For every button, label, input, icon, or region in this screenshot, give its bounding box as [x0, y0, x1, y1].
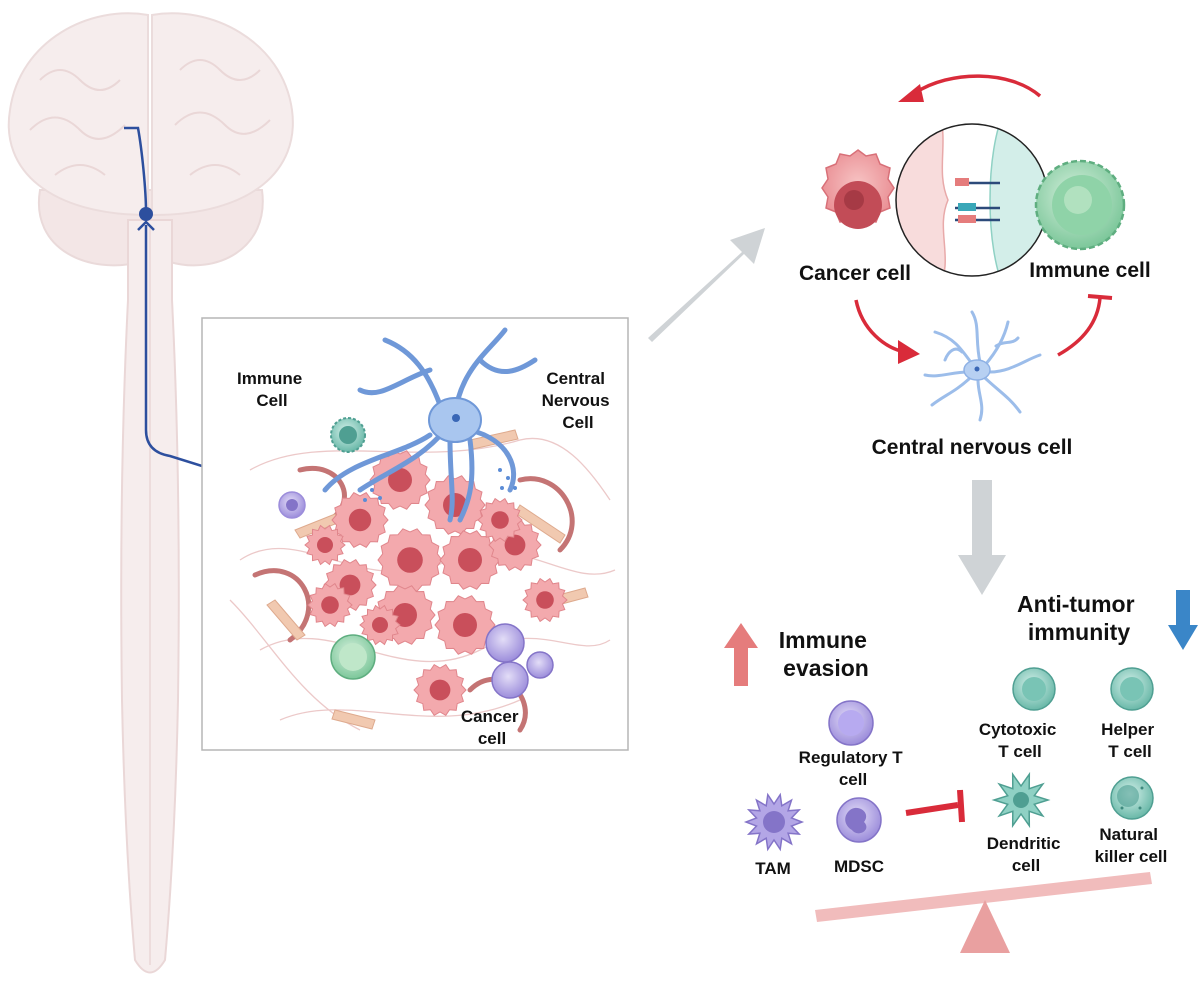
neural-pathway — [124, 126, 286, 494]
title-anti-tumor-immunity: Anti-tumor immunity — [1017, 591, 1141, 645]
brain-left-hemisphere — [7, 12, 149, 217]
cancer-nucleus — [491, 511, 509, 529]
balance-seesaw — [815, 872, 1152, 953]
cancer-nucleus — [339, 574, 361, 596]
teal-immune-cell-inset — [330, 417, 366, 453]
purple-immune-cells — [485, 623, 554, 699]
up-arrow — [724, 623, 758, 686]
inhibition-nervous-to-immune — [1057, 297, 1102, 357]
central-nervous-cell-small — [923, 310, 1042, 422]
cancer-nucleus — [504, 534, 526, 556]
cancer-nucleus — [388, 468, 412, 492]
dendritic-nucleus — [1013, 792, 1029, 808]
cytotoxic-t-cell — [1012, 667, 1056, 711]
label-natural-killer-cell: Natural killer cell — [1095, 825, 1168, 866]
tam-cell — [743, 792, 805, 852]
cancer-nucleus — [458, 548, 482, 572]
flow-arrow-inset-to-interaction — [648, 228, 765, 342]
tumor-microenvironment-inset: Immune Cell Central Nervous Cell Cancer … — [201, 317, 629, 751]
regulatory-t-cell — [828, 700, 874, 746]
anti-tumor-panel: Anti-tumor immunity Cytotoxic T cell Hel… — [979, 590, 1198, 875]
label-mdsc: MDSC — [834, 857, 884, 876]
label-immune-cell: Immune cell — [1029, 259, 1150, 282]
label-cancer-cell: Cancer cell — [799, 262, 911, 285]
cancer-nucleus — [536, 591, 554, 609]
label-cytotoxic-t-cell: Cytotoxic T cell — [979, 720, 1061, 761]
cancer-nucleus — [429, 679, 451, 701]
cancer-nucleus — [453, 613, 477, 637]
seesaw-beam — [815, 872, 1152, 922]
lilac-immune-cell-inset — [278, 491, 306, 519]
cancer-nucleus — [397, 547, 423, 573]
central-nervous-cell-inset — [322, 327, 538, 523]
down-arrow — [1168, 590, 1198, 650]
inset-label-cancer-cell: Cancer cell — [461, 707, 523, 748]
inset-label-central-nervous-cell: Central Nervous Cell — [542, 369, 615, 432]
cancer-nucleus — [443, 493, 467, 517]
cancer-nucleus — [321, 596, 339, 614]
green-immune-cell-inset — [330, 634, 376, 680]
cancer-cell-cluster — [304, 450, 568, 716]
mdsc-cell — [836, 797, 882, 843]
neuron-soma-dot — [139, 207, 153, 221]
cancer-nucleus — [393, 603, 417, 627]
label-central-nervous-cell: Central nervous cell — [872, 436, 1073, 459]
neurotransmitter-vesicles — [363, 468, 517, 502]
natural-killer-cell — [1110, 776, 1154, 820]
cancer-nucleus — [317, 537, 333, 553]
feedback-arrow-top — [914, 74, 1042, 98]
helper-t-cell — [1110, 667, 1154, 711]
cancer-cell-large — [821, 149, 895, 229]
label-dendritic-cell: Dendritic cell — [987, 834, 1065, 875]
immune-cell-large — [1034, 159, 1126, 251]
brain-right-hemisphere — [151, 12, 294, 217]
interaction-panel: Cancer cell Immune cell Central nervous … — [799, 74, 1151, 459]
label-helper-t-cell: Helper T cell — [1101, 720, 1159, 761]
label-tam: TAM — [755, 859, 791, 878]
immune-evasion-panel: Immune evasion Regulatory T cell TAM MDS… — [724, 623, 965, 878]
seesaw-fulcrum — [960, 900, 1010, 953]
flow-arrow-interaction-to-balance — [958, 480, 1006, 595]
cancer-nucleus — [372, 617, 388, 633]
cancer-nucleus — [348, 508, 372, 532]
inhibition-evasion-to-antitumor — [905, 802, 959, 816]
dendritic-cell — [991, 771, 1051, 829]
label-regulatory-t-cell: Regulatory T cell — [799, 748, 908, 789]
inset-label-immune-cell: Immune Cell — [237, 369, 307, 410]
tam-nucleus — [763, 811, 785, 833]
brain-gyri — [29, 59, 271, 176]
arrow-cancer-to-nervous — [854, 299, 906, 354]
title-immune-evasion: Immune evasion — [779, 627, 874, 681]
